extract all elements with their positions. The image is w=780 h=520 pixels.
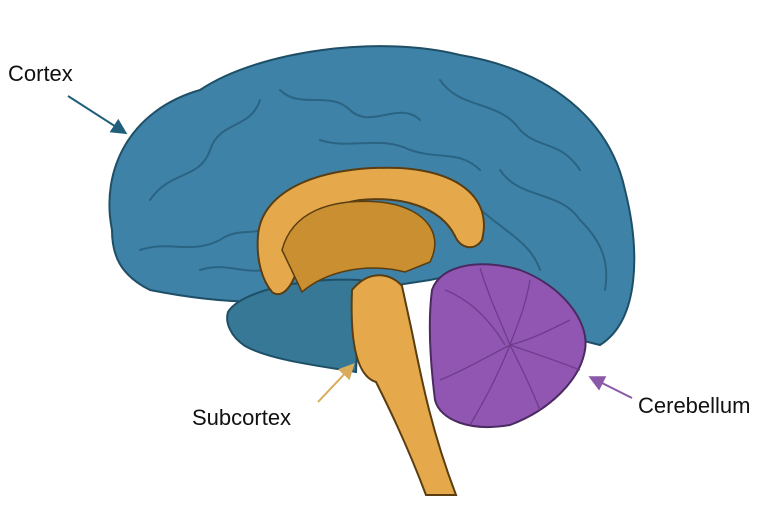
brainstem-region — [350, 274, 458, 496]
temporal-lobe-region — [226, 278, 362, 374]
cerebellum-folia — [439, 267, 581, 426]
cortex-arrow — [67, 95, 128, 135]
subcortex-label: Subcortex — [192, 405, 292, 430]
cortex-label: Cortex — [8, 61, 73, 86]
cerebellum-arrow — [588, 376, 633, 399]
subcortex-arrow — [317, 363, 355, 403]
cerebellum-label: Cerebellum — [638, 393, 751, 418]
subcortex-arch — [256, 166, 485, 295]
subcortex-inner — [281, 200, 436, 294]
